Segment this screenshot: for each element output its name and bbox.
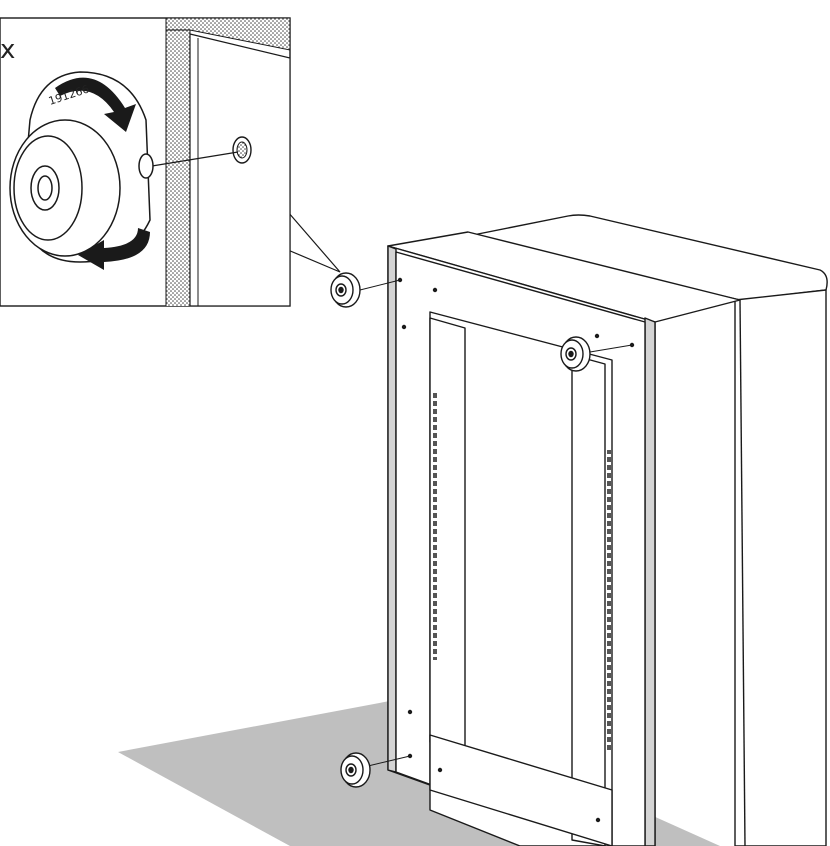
cabinet [387,214,828,846]
callout-pointer [287,210,341,273]
rotate-arrow-bottom [78,228,150,270]
bumper-foot-top-right [560,336,591,372]
hole [437,767,443,773]
hole [401,324,407,330]
inset-panel-face [189,33,290,306]
rail-holes-left [432,390,437,660]
bumper-foot-bottom-left [340,752,371,788]
cabinet-side-panel [734,289,827,846]
quantity-multiplier: x [0,35,15,65]
cabinet-bottom-bar [429,734,613,846]
detail-inset: 191266 x [0,17,291,307]
leader-lines [359,279,633,767]
cabinet-top-rear [467,214,828,301]
rotate-arrow-top [55,77,136,132]
rail-holes-right [606,450,611,750]
hole [594,333,600,339]
cabinet-side-divider [739,299,746,846]
hole [432,287,438,293]
cabinet-edge-strip [644,317,656,846]
inset-panel-top-trim [165,18,290,51]
cabinet-frame-left-strip [387,245,397,773]
bumper-foot-top-left [330,272,361,308]
cabinet-rail-right [571,354,606,846]
hole [407,709,413,715]
hole [595,817,601,823]
